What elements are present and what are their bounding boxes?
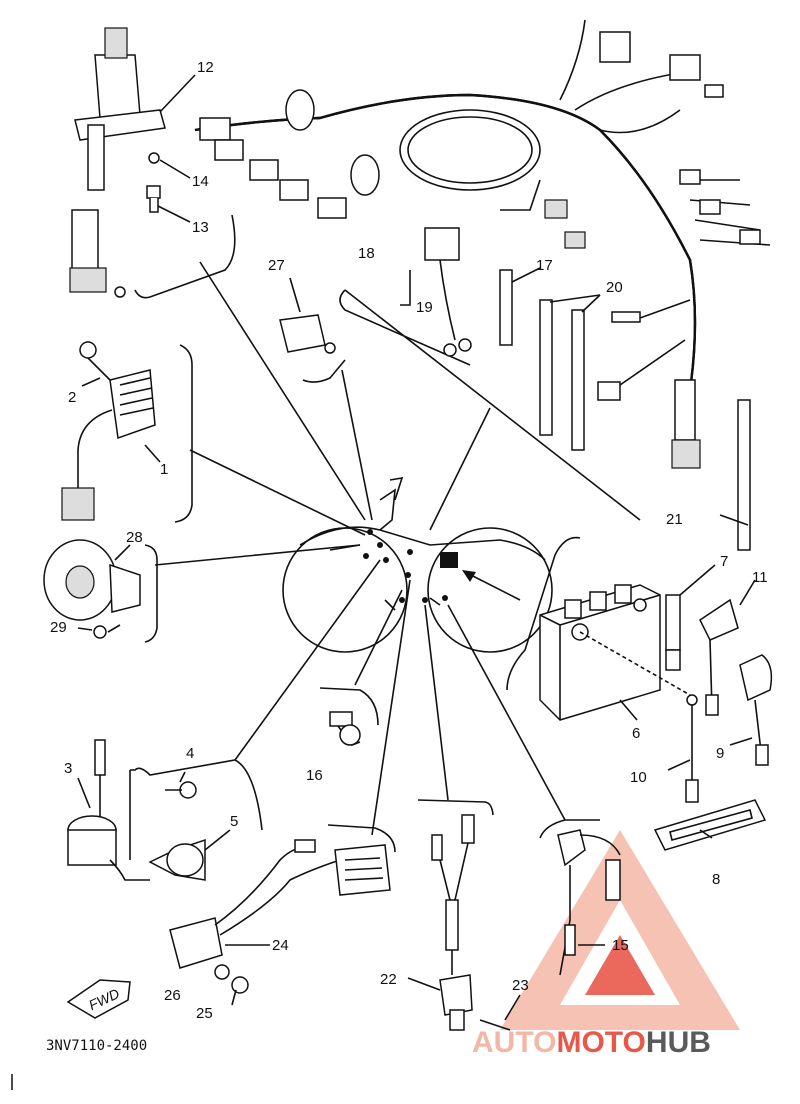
callout-17: 17 (536, 257, 553, 274)
diagram-code: 3NV7110-2400 (46, 1038, 147, 1054)
watermark-part2: MOTO (556, 1026, 645, 1059)
group-brackets (130, 214, 600, 853)
battery-assembly (539, 564, 773, 851)
callout-19: 19 (416, 299, 433, 316)
callout-4: 4 (186, 745, 194, 762)
callout-15: 15 (612, 937, 629, 954)
relay-19 (400, 227, 472, 357)
svg-text:AUTOMOTOHUB: AUTOMOTOHUB (472, 1026, 711, 1059)
relay-27 (279, 277, 336, 354)
plug-cap-15 (557, 829, 621, 976)
leader-lines (154, 261, 641, 836)
watermark-part1: AUTO (472, 1026, 556, 1059)
callout-25: 25 (196, 1005, 213, 1022)
rectifier-regulator (61, 341, 161, 521)
callout-14: 14 (192, 173, 209, 190)
callout-1: 1 (160, 461, 168, 478)
ignition-coil (67, 739, 231, 881)
callout-8: 8 (712, 871, 720, 888)
callout-24: 24 (272, 937, 289, 954)
callout-10: 10 (630, 769, 647, 786)
callout-26: 26 (164, 987, 181, 1004)
callout-27: 27 (268, 257, 285, 274)
callout-13: 13 (192, 219, 209, 236)
callout-2: 2 (68, 389, 76, 406)
callout-labels: 1 2 3 4 5 6 7 8 9 10 11 12 13 14 15 16 1… (50, 59, 768, 1022)
callout-16: 16 (306, 767, 323, 784)
callout-28: 28 (126, 529, 143, 546)
watermark-text: AUTOMOTOHUB (472, 1026, 711, 1059)
callout-21: 21 (666, 511, 683, 528)
callout-6: 6 (632, 725, 640, 742)
horn (43, 539, 141, 639)
wire-harness (194, 19, 771, 469)
callout-23: 23 (512, 977, 529, 994)
callout-12: 12 (197, 59, 214, 76)
callout-5: 5 (230, 813, 238, 830)
callout-20: 20 (606, 279, 623, 296)
callout-3: 3 (64, 760, 72, 777)
main-switch (69, 27, 196, 298)
cable-ties (499, 267, 751, 551)
cdi-unit (169, 839, 391, 1006)
callout-11: 11 (752, 569, 768, 586)
watermark-part3: HUB (646, 1026, 711, 1059)
callout-29: 29 (50, 619, 67, 636)
fwd-arrow: FWD (66, 979, 131, 1019)
motorcycle-silhouette (282, 476, 553, 653)
callout-18: 18 (358, 245, 375, 262)
callout-9: 9 (716, 745, 724, 762)
callout-7: 7 (720, 553, 728, 570)
watermark-logo (500, 830, 740, 1030)
neutral-switch (329, 711, 361, 746)
callout-22: 22 (380, 971, 397, 988)
pickup-sensor (407, 814, 521, 1031)
